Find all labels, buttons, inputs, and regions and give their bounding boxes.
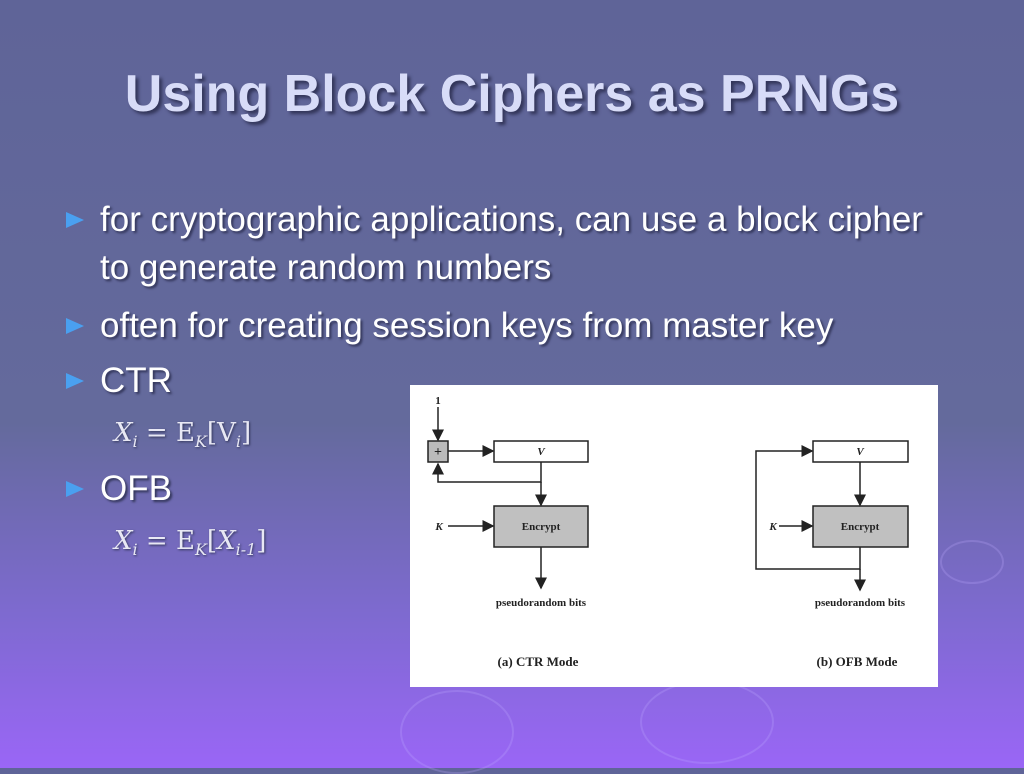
ctr-one-label: 1	[435, 395, 441, 407]
ofb-k-label: K	[768, 521, 777, 533]
decorative-ring	[940, 540, 1004, 584]
decorative-ring	[400, 690, 514, 774]
bullet-2: often for creating session keys from mas…	[66, 302, 960, 350]
ofb-caption: (b) OFB Mode	[817, 654, 898, 669]
bullet-arrow-icon	[66, 481, 84, 497]
formula-part: K	[194, 432, 207, 452]
formula-part: V	[217, 418, 236, 448]
ctr-encrypt-label: Encrypt	[522, 521, 561, 533]
ctr-plus-label: +	[434, 445, 442, 460]
formula-part: K	[194, 540, 207, 560]
bullet-arrow-icon	[66, 318, 84, 334]
formula-part: =	[145, 526, 168, 556]
bullet-arrow-icon	[66, 212, 84, 228]
bullet-text: OFB	[100, 469, 172, 508]
bullet-text: often for creating session keys from mas…	[100, 306, 834, 345]
formula-part: =	[145, 418, 168, 448]
formula-part: i	[132, 432, 138, 452]
bullet-text: for cryptographic applications, can use …	[100, 200, 923, 287]
ctr-output-label: pseudorandom bits	[496, 597, 587, 609]
ctr-formula: Xi = EK[Vi]	[114, 418, 252, 452]
ctr-k-label: K	[434, 521, 443, 533]
bullet-arrow-icon	[66, 373, 84, 389]
ctr-v-label: V	[537, 446, 546, 458]
formula-part: E	[175, 526, 195, 556]
ctr-v-box	[493, 440, 589, 463]
ofb-encrypt-box	[812, 505, 909, 548]
formula-part: i	[132, 540, 138, 560]
bullet-3: CTR	[66, 357, 960, 405]
adder-box	[427, 440, 449, 463]
bullet-4: OFB	[66, 465, 960, 513]
formula-part: i	[235, 432, 241, 452]
formula-part: E	[175, 418, 195, 448]
formula-part: X	[114, 526, 133, 556]
ofb-output-label: pseudorandom bits	[815, 597, 906, 609]
ctr-caption: (a) CTR Mode	[498, 654, 579, 669]
formula-part: X	[114, 418, 133, 448]
ofb-formula: Xi = EK[Xi-1]	[114, 526, 267, 560]
ofb-encrypt-label: Encrypt	[841, 521, 880, 533]
formula-part: X	[217, 526, 236, 556]
decorative-ring	[640, 680, 774, 764]
ofb-v-box	[812, 440, 909, 463]
slide-title: Using Block Ciphers as PRNGs	[124, 65, 900, 123]
ofb-v-label: V	[856, 446, 865, 458]
ctr-encrypt-box	[493, 505, 589, 548]
bullet-1: for cryptographic applications, can use …	[66, 196, 960, 292]
formula-part: i-1	[235, 540, 257, 560]
bullet-text: CTR	[100, 361, 172, 400]
ctr-ofb-diagram: 1 + V K Encrypt pseudorandom bits (a) CT…	[410, 385, 938, 687]
